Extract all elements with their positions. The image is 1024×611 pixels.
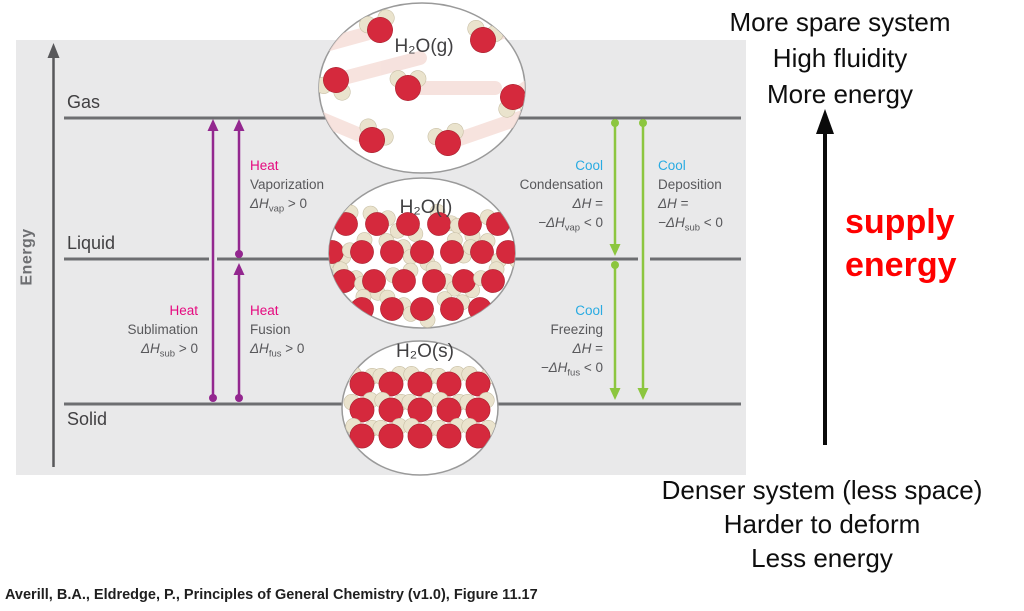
enthalpy-formula: ΔHvap > 0: [250, 196, 308, 215]
gas-state-label: H₂O(g): [394, 36, 454, 57]
enthalpy-formula: −ΔHfus < 0: [540, 360, 603, 379]
process-name: Sublimation: [127, 322, 198, 337]
cool-action-label: Cool: [575, 303, 603, 318]
process-name: Fusion: [250, 322, 291, 337]
freezing-label-block: Cool Freezing ΔH = −ΔHfus < 0: [483, 301, 603, 383]
freezing-arrow: [609, 261, 621, 400]
annotation-line: Harder to deform: [723, 509, 921, 539]
enthalpy-formula: ΔHsub > 0: [140, 341, 198, 360]
heat-action-label: Heat: [169, 303, 198, 318]
cool-action-label: Cool: [575, 158, 603, 173]
process-name: Deposition: [658, 177, 722, 192]
enthalpy-formula: ΔH =: [658, 196, 689, 211]
energy-axis-label: Energy: [19, 228, 36, 286]
cool-action-label: Cool: [658, 158, 686, 173]
process-name: Condensation: [519, 177, 603, 192]
enthalpy-formula: ΔH =: [572, 196, 603, 211]
sublimation-label-block: Heat Sublimation ΔHsub > 0: [78, 301, 198, 364]
fusion-label-block: Heat Fusion ΔHfus > 0: [250, 301, 304, 364]
enthalpy-formula: −ΔHvap < 0: [538, 215, 603, 234]
deposition-label-block: Cool Deposition ΔH = −ΔHsub < 0: [658, 156, 723, 238]
liquid-state-circle: [328, 177, 516, 329]
condensation-label-block: Cool Condensation ΔH = −ΔHvap < 0: [483, 156, 603, 238]
supply-line: energy: [845, 246, 957, 284]
solid-side-annotation: Denser system (less space) Harder to def…: [622, 473, 1022, 575]
supply-line: supply: [845, 203, 955, 241]
liquid-level-label: Liquid: [67, 233, 116, 253]
annotation-line: More energy: [767, 79, 913, 109]
supply-energy-arrow: [816, 109, 834, 445]
fusion-arrow: [233, 263, 245, 402]
sublimation-arrow: [207, 119, 219, 402]
enthalpy-formula: ΔH =: [572, 341, 603, 356]
solid-level-label: Solid: [67, 409, 108, 429]
solid-state-circle: [341, 340, 499, 476]
gas-state-circle: [318, 2, 526, 174]
enthalpy-formula: −ΔHsub < 0: [658, 215, 723, 234]
liquid-state-label: H₂O(l): [399, 197, 453, 218]
annotation-line: Less energy: [751, 543, 893, 573]
process-name: Vaporization: [250, 177, 325, 192]
energy-axis: [47, 43, 60, 467]
heat-action-label: Heat: [250, 158, 279, 173]
deposition-arrow: [637, 119, 649, 400]
vaporization-arrow: [233, 119, 245, 258]
vaporization-label-block: Heat Vaporization ΔHvap > 0: [250, 156, 324, 219]
solid-state-label: H₂O(s): [395, 341, 455, 362]
annotation-line: Denser system (less space): [661, 475, 983, 505]
condensation-arrow: [609, 119, 621, 256]
enthalpy-formula: ΔHfus > 0: [250, 341, 305, 360]
gas-side-annotation: More spare system High fluidity More ene…: [660, 4, 1020, 112]
supply-energy-label: supply energy: [845, 201, 957, 287]
energy-axis-label-wrap: Energy: [16, 224, 40, 290]
gas-level-label: Gas: [67, 92, 101, 112]
citation-text: Averill, B.A., Eldredge, P., Principles …: [5, 587, 538, 603]
heat-action-label: Heat: [250, 303, 279, 318]
annotation-line: High fluidity: [772, 43, 908, 73]
annotation-line: More spare system: [729, 7, 951, 37]
process-name: Freezing: [550, 322, 603, 337]
